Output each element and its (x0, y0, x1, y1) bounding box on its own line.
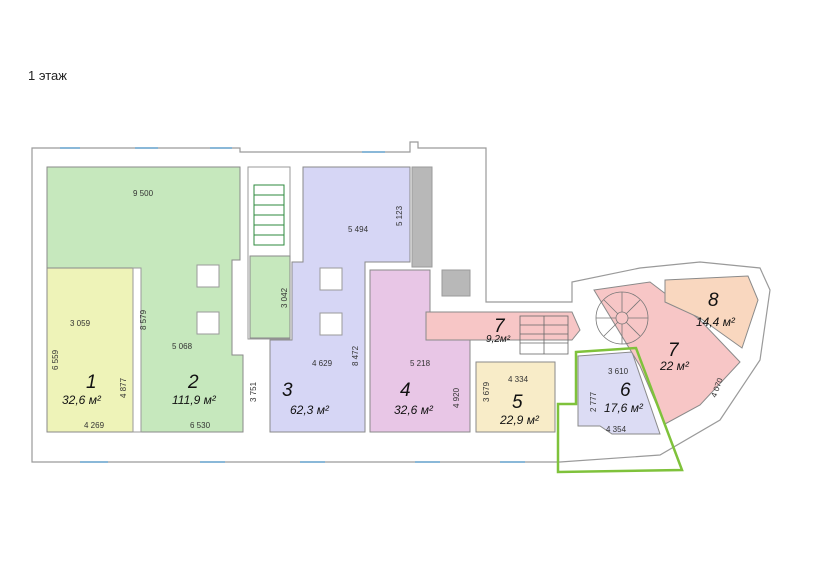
dim-3042: 3 042 (280, 287, 289, 308)
room-5-number: 5 (512, 392, 523, 413)
dim-6530: 6 530 (190, 421, 211, 430)
dim-4920: 4 920 (452, 387, 461, 408)
dim-8579: 8 579 (139, 309, 148, 330)
dim-4334: 4 334 (508, 375, 529, 384)
corridor-grey-2 (441, 269, 471, 297)
floor-title: 1 этаж (28, 68, 67, 83)
room-7-number: 7 (668, 340, 680, 361)
room-2-area: 111,9 м² (172, 393, 217, 407)
dim-9500: 9 500 (133, 189, 154, 198)
room-3-number: 3 (282, 380, 293, 401)
room-5[interactable] (475, 361, 556, 433)
room-7[interactable] (593, 281, 741, 425)
dim-4269: 4 269 (84, 421, 105, 430)
room-5-area: 22,9 м² (499, 413, 540, 427)
dim-4354: 4 354 (606, 425, 627, 434)
dim-3751: 3 751 (249, 381, 258, 402)
room-3-area: 62,3 м² (290, 403, 330, 417)
room-7-small[interactable] (425, 311, 581, 341)
dim-4629: 4 629 (312, 359, 333, 368)
stairs-green (253, 184, 285, 246)
spiral-stair (595, 291, 649, 345)
room-8[interactable] (664, 275, 759, 349)
room-4-area: 32,6 м² (394, 403, 434, 417)
dim-5068: 5 068 (172, 342, 193, 351)
dim-3059: 3 059 (70, 319, 91, 328)
dim-5123: 5 123 (395, 205, 404, 226)
room-1-area: 32,6 м² (62, 393, 102, 407)
dim-6559: 6 559 (51, 349, 60, 370)
corridor-grey (411, 166, 433, 268)
pillars (196, 264, 343, 336)
room-3[interactable] (269, 166, 411, 433)
room-4-number: 4 (400, 380, 411, 401)
stairs-corridor (519, 315, 569, 355)
room-8-number: 8 (708, 290, 719, 311)
room-stair-green[interactable] (249, 255, 291, 339)
room-6-area: 17,6 м² (604, 401, 644, 415)
dim-4877: 4 877 (119, 377, 128, 398)
room-8-area: 14,4 м² (696, 315, 736, 329)
windows (60, 147, 525, 463)
dim-3679: 3 679 (482, 381, 491, 402)
dim-5218: 5 218 (410, 359, 431, 368)
room-7-small-number: 7 (494, 316, 506, 337)
room-2-number: 2 (187, 372, 199, 393)
room-7-area: 22 м² (659, 359, 690, 373)
dim-8472: 8 472 (351, 345, 360, 366)
wall-1-2 (132, 267, 142, 433)
room-6-highlight[interactable] (556, 346, 684, 474)
room-6-number: 6 (620, 380, 631, 401)
room-1-number: 1 (86, 372, 97, 393)
dim-2777: 2 777 (589, 391, 598, 412)
room-7-small-area: 9,2м² (486, 334, 511, 345)
dim-5494: 5 494 (348, 225, 369, 234)
dim-3610: 3 610 (608, 367, 629, 376)
